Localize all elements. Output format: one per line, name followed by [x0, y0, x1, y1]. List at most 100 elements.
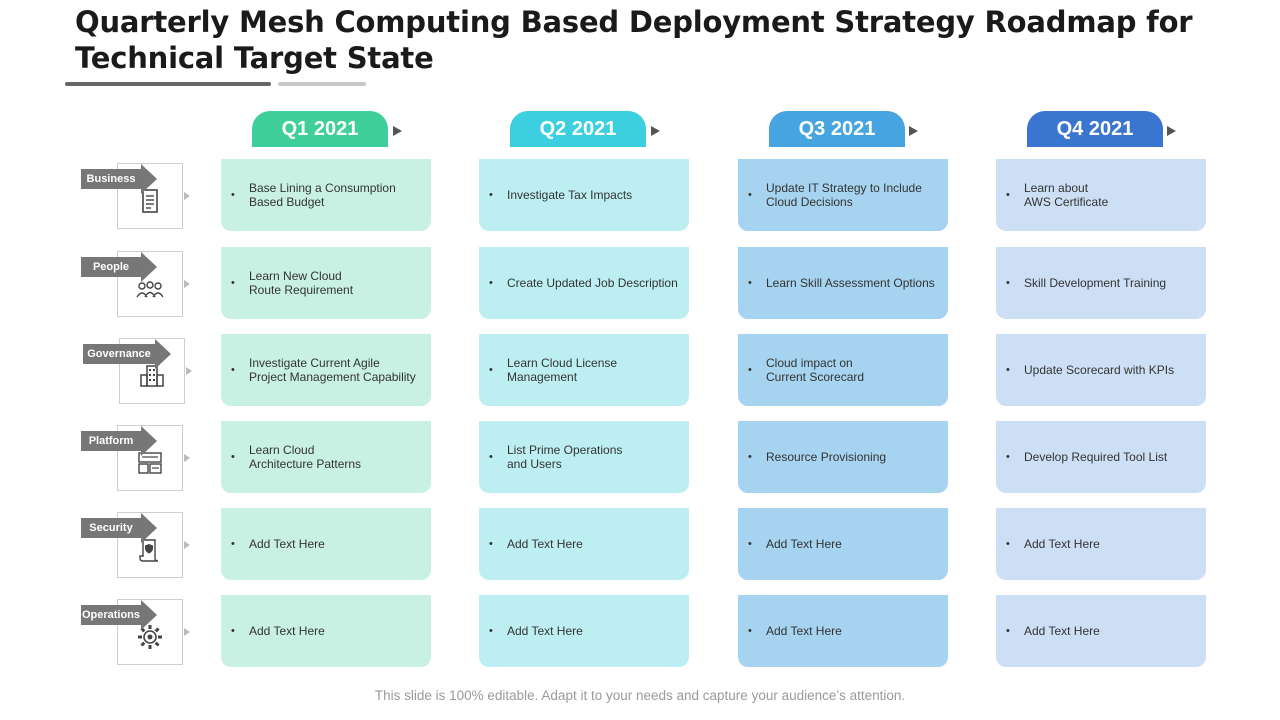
- category-label-platform: Platform: [81, 431, 141, 451]
- bullet-icon: •: [748, 451, 752, 463]
- row-pointer-icon: [184, 628, 190, 636]
- category-arrow-icon: [141, 513, 157, 543]
- security-certificate-icon: [136, 536, 164, 569]
- roadmap-cell-governance-q1: • Investigate Current Agile Project Manag…: [221, 334, 431, 406]
- roadmap-cell-people-q4: •Skill Development Training: [996, 247, 1206, 319]
- roadmap-cell-platform-q4: • Develop Required Tool List: [996, 421, 1206, 493]
- category-label-business: Business: [81, 169, 141, 189]
- bullet-icon: •: [1006, 625, 1010, 637]
- bullet-icon: •: [489, 189, 493, 201]
- title-underline-light: [278, 82, 366, 86]
- quarter-arrow-icon: [651, 126, 660, 136]
- bullet-icon: •: [489, 451, 493, 463]
- cell-text: Investigate Current Agile Project Manage…: [249, 356, 416, 384]
- bullet-icon: •: [1006, 364, 1010, 376]
- bullet-icon: •: [489, 538, 493, 550]
- roadmap-cell-operations-q1: • Add Text Here: [221, 595, 431, 667]
- quarter-arrow-icon: [393, 126, 402, 136]
- cell-text: Learn Cloud License Management: [507, 356, 618, 384]
- roadmap-cell-people-q3: • Learn Skill Assessment Options: [738, 247, 948, 319]
- roadmap-cell-security-q4: • Add Text Here: [996, 508, 1206, 580]
- row-pointer-icon: [184, 192, 190, 200]
- bullet-icon: •: [748, 189, 752, 201]
- roadmap-cell-business-q1: • Base Lining a Consumption Based Budget: [221, 159, 431, 231]
- roadmap-cell-platform-q3: •Resource Provisioning: [738, 421, 948, 493]
- roadmap-cell-security-q3: • Add Text Here: [738, 508, 948, 580]
- row-pointer-icon: [184, 454, 190, 462]
- bullet-icon: •: [489, 625, 493, 637]
- bullet-icon: •: [231, 364, 235, 376]
- category-label-operations: Operations: [81, 605, 141, 625]
- bullet-icon: •: [1006, 451, 1010, 463]
- roadmap-cell-people-q2: • Create Updated Job Description: [479, 247, 689, 319]
- cell-text: List Prime Operations and Users: [507, 443, 623, 471]
- cell-text: Add Text Here: [766, 537, 842, 551]
- roadmap-cell-platform-q1: •Learn Cloud Architecture Patterns: [221, 421, 431, 493]
- quarter-tab-q2: Q2 2021: [510, 111, 646, 147]
- roadmap-cell-security-q2: • Add Text Here: [479, 508, 689, 580]
- cell-text: Base Lining a Consumption Based Budget: [249, 181, 396, 209]
- roadmap-cell-governance-q3: • Cloud impact on Current Scorecard: [738, 334, 948, 406]
- category-arrow-icon: [141, 426, 157, 456]
- bullet-icon: •: [748, 538, 752, 550]
- bullet-icon: •: [489, 277, 493, 289]
- quarter-arrow-icon: [1167, 126, 1176, 136]
- team-icon: [136, 275, 164, 308]
- bullet-icon: •: [1006, 189, 1010, 201]
- bullet-icon: •: [1006, 538, 1010, 550]
- bullet-icon: •: [231, 189, 235, 201]
- gear-icon: [136, 623, 164, 656]
- cell-text: Add Text Here: [1024, 537, 1100, 551]
- roadmap-cell-platform-q2: • List Prime Operations and Users: [479, 421, 689, 493]
- footer-note: This slide is 100% editable. Adapt it to…: [374, 688, 906, 703]
- roadmap-cell-governance-q4: • Update Scorecard with KPIs: [996, 334, 1206, 406]
- cell-text: Learn New Cloud Route Requirement: [249, 269, 354, 297]
- cell-text: Cloud impact on Current Scorecard: [766, 356, 865, 384]
- cell-text: Learn Skill Assessment Options: [766, 276, 935, 290]
- cell-text: Learn about AWS Certificate: [1024, 181, 1109, 209]
- roadmap-cell-operations-q4: • Add Text Here: [996, 595, 1206, 667]
- category-arrow-icon: [141, 164, 157, 194]
- bullet-icon: •: [748, 625, 752, 637]
- bullet-icon: •: [748, 364, 752, 376]
- roadmap-cell-operations-q3: • Add Text Here: [738, 595, 948, 667]
- row-pointer-icon: [184, 280, 190, 288]
- bullet-icon: •: [231, 625, 235, 637]
- quarter-tab-q3: Q3 2021: [769, 111, 905, 147]
- bullet-icon: •: [231, 277, 235, 289]
- category-label-people: People: [81, 257, 141, 277]
- cell-text: Create Updated Job Description: [507, 276, 678, 290]
- roadmap-cell-business-q3: • Update IT Strategy to Include Cloud Dec…: [738, 159, 948, 231]
- bullet-icon: •: [489, 364, 493, 376]
- bullet-icon: •: [748, 277, 752, 289]
- cell-text: Add Text Here: [249, 624, 325, 638]
- page-title: Quarterly Mesh Computing Based Deploymen…: [75, 5, 1193, 75]
- category-arrow-icon: [141, 252, 157, 282]
- cell-text: Learn Cloud Architecture Patterns: [249, 443, 362, 471]
- cell-text: Add Text Here: [249, 537, 325, 551]
- quarter-arrow-icon: [909, 126, 918, 136]
- quarter-tab-q4: Q4 2021: [1027, 111, 1163, 147]
- bullet-icon: •: [231, 538, 235, 550]
- row-pointer-icon: [186, 367, 192, 375]
- platform-icon: [136, 449, 164, 482]
- roadmap-cell-governance-q2: • Learn Cloud License Management: [479, 334, 689, 406]
- roadmap-cell-business-q2: • Investigate Tax Impacts: [479, 159, 689, 231]
- cell-text: Add Text Here: [507, 624, 583, 638]
- cell-text: Update IT Strategy to Include Cloud Deci…: [766, 181, 922, 209]
- roadmap-cell-business-q4: • Learn about AWS Certificate: [996, 159, 1206, 231]
- building-icon: [138, 362, 166, 395]
- title-underline-dark: [65, 82, 271, 86]
- category-label-security: Security: [81, 518, 141, 538]
- cell-text: Add Text Here: [507, 537, 583, 551]
- roadmap-cell-security-q1: • Add Text Here: [221, 508, 431, 580]
- cell-text: Investigate Tax Impacts: [507, 188, 633, 202]
- category-arrow-icon: [155, 339, 171, 369]
- cell-text: Develop Required Tool List: [1024, 450, 1168, 464]
- cell-text: Update Scorecard with KPIs: [1024, 363, 1175, 377]
- cell-text: Skill Development Training: [1024, 276, 1167, 290]
- category-arrow-icon: [141, 600, 157, 630]
- category-label-governance: Governance: [83, 344, 155, 364]
- cell-text: Add Text Here: [1024, 624, 1100, 638]
- cell-text: Add Text Here: [766, 624, 842, 638]
